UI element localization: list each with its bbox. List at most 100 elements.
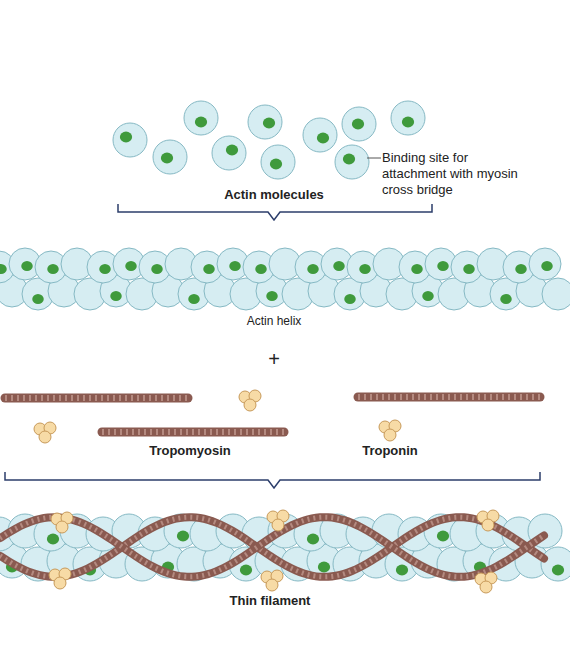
binding-site [552, 565, 564, 576]
tropomyosin-strand [0, 517, 544, 577]
actin-globule [248, 105, 282, 139]
binding-site [500, 294, 512, 304]
binding-site [541, 261, 553, 271]
binding-site [151, 264, 163, 274]
actin-molecule [529, 248, 561, 280]
plus-sign: + [254, 348, 294, 371]
actin-molecule [335, 145, 369, 179]
actin-molecule [342, 107, 376, 141]
binding-site [422, 291, 434, 301]
tropomyosin-strand [5, 394, 188, 403]
actin-globule [184, 101, 218, 135]
tropomyosin-twist [5, 395, 188, 401]
binding-site [463, 264, 475, 274]
binding-site [177, 531, 189, 542]
binding-site [125, 261, 137, 271]
binding-site [402, 117, 414, 128]
tropomyosin-twist [358, 394, 540, 400]
binding-site [120, 132, 132, 143]
binding-site [343, 154, 355, 165]
binding-site [266, 291, 278, 301]
binding-site [255, 264, 267, 274]
troponin-complex [34, 422, 56, 443]
binding-site [47, 264, 59, 274]
binding-site [270, 159, 282, 170]
binding-site [396, 565, 408, 576]
actin-molecule [153, 140, 187, 174]
binding-site [0, 264, 7, 274]
troponin-subunit [54, 577, 66, 589]
binding-site [21, 261, 33, 271]
troponin-subunit [480, 581, 492, 593]
binding-site [229, 261, 241, 271]
troponin-complex [379, 420, 401, 441]
binding-site [307, 534, 319, 545]
troponin-complex [239, 390, 261, 411]
part-label: Actin helix [174, 314, 374, 329]
actin-molecule [261, 145, 295, 179]
binding-site [359, 264, 371, 274]
binding-site [437, 261, 449, 271]
binding-site [226, 145, 238, 156]
troponin-subunit [39, 431, 51, 443]
troponin-complex [477, 510, 499, 531]
troponin-subunit [272, 519, 284, 531]
binding-site [110, 291, 122, 301]
binding-site [437, 531, 449, 542]
part-label: Tropomyosin [110, 443, 270, 459]
troponin-complex [49, 568, 71, 589]
thin-filament-group [0, 510, 570, 593]
panel-title: Actin molecules [174, 187, 374, 203]
bracket [118, 204, 432, 220]
actin-molecule [184, 101, 218, 135]
actin-molecule [113, 123, 147, 157]
actin-globule [542, 278, 570, 310]
part-label: Troponin [320, 443, 460, 459]
leader-line [367, 158, 381, 159]
binding-site [240, 565, 252, 576]
actin-globule [153, 140, 187, 174]
actin-molecule [212, 136, 246, 170]
troponin-complex [51, 512, 73, 533]
troponin-subunit [56, 521, 68, 533]
binding-site [318, 562, 330, 573]
troponin-complex [267, 510, 289, 531]
troponin-complex [475, 572, 497, 593]
actin-globule [212, 136, 246, 170]
actin-molecules-group [113, 101, 425, 179]
binding-site [307, 264, 319, 274]
binding-site [161, 153, 173, 164]
binding-site [352, 119, 364, 130]
binding-site [195, 117, 207, 128]
actin-molecule [248, 105, 282, 139]
actin-globule [342, 107, 376, 141]
tropomyosin-strand [358, 393, 540, 402]
tropomyosin-strand [102, 428, 284, 437]
binding-site [99, 264, 111, 274]
binding-site [344, 294, 356, 304]
binding-site [333, 261, 345, 271]
binding-site [515, 264, 527, 274]
actin-globule [391, 101, 425, 135]
tropomyosin-twist [0, 517, 544, 577]
actin-globule [529, 248, 561, 280]
actin-molecule [541, 547, 570, 581]
bracket [5, 472, 540, 488]
troponin-subunit [482, 519, 494, 531]
actin-helix-group [0, 248, 570, 310]
binding-site [203, 264, 215, 274]
tropomyosin-troponin-group [5, 390, 540, 443]
panel-title: Thin filament [170, 593, 370, 609]
binding-site [32, 294, 44, 304]
actin-molecule [542, 278, 570, 310]
actin-globule [335, 145, 369, 179]
troponin-subunit [244, 399, 256, 411]
binding-site [263, 118, 275, 129]
binding-site [47, 534, 59, 545]
actin-molecule [391, 101, 425, 135]
callout-label: Binding site for attachment with myosin … [382, 150, 532, 198]
actin-globule [303, 118, 337, 152]
binding-site [317, 133, 329, 144]
